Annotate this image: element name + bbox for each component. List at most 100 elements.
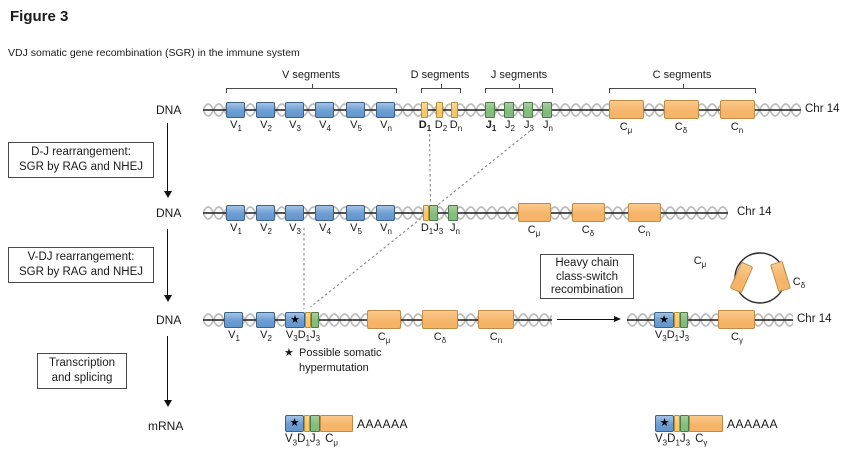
label-vn-row2: Vn <box>380 222 392 237</box>
label-v1-row2: V1 <box>230 222 242 237</box>
segment-v3-row2 <box>285 205 304 221</box>
segment-v3-starred-row3b: ★ <box>654 312 674 328</box>
label-v2-row2: V2 <box>260 222 272 237</box>
transcription-splicing-box: Transcription and splicing <box>37 353 127 389</box>
segment-v3-starred-row3: ★ <box>285 312 305 328</box>
label-v4-row2: V4 <box>319 222 331 237</box>
segment-d2-row1 <box>436 102 443 118</box>
segment-cmu-row2 <box>518 203 551 222</box>
segment-v5-row1 <box>346 102 365 118</box>
dj-rearrangement-line2: SGR by RAG and NHEJ <box>19 161 143 173</box>
label-cdelta-row3: Cδ <box>433 331 447 346</box>
segment-cdelta-row2 <box>572 203 605 222</box>
label-cmu-row3: Cμ <box>377 331 391 346</box>
class-switch-arrow-head <box>614 316 621 322</box>
segment-v4-row2 <box>315 205 334 221</box>
j-segments-bracket <box>485 84 553 93</box>
segment-j3-joined-row3b <box>680 312 688 328</box>
footnote-line1: Possible somatic <box>299 347 382 359</box>
label-v3d1j3-row3b: V3D1J3 <box>654 329 690 344</box>
footnote-star: ★ <box>284 347 294 359</box>
label-cn-row3: Cn <box>489 331 503 346</box>
segment-v4-row1 <box>315 102 334 118</box>
segment-v5-row2 <box>346 205 365 221</box>
label-jn-row2: Jn <box>450 222 460 237</box>
segment-cn-row1 <box>720 100 755 119</box>
segment-cmu-row1 <box>609 100 644 119</box>
segment-dn-row1 <box>451 102 458 118</box>
segment-cgamma-row3b <box>718 310 755 329</box>
segment-j3-joined-row2 <box>429 205 438 221</box>
somatic-hypermutation-star: ★ <box>659 313 669 326</box>
figure-title: Figure 3 <box>10 8 69 25</box>
segment-v1-row3 <box>224 312 243 328</box>
d-segments-bracket <box>421 84 461 93</box>
segment-d1-joined-row3 <box>305 312 311 328</box>
segment-v2-row3 <box>256 312 275 328</box>
mrna-label: mRNA <box>148 419 184 433</box>
label-v5-row1: V5 <box>350 119 362 134</box>
label-v3d1j3-row3: V3D1J3 <box>285 329 321 344</box>
label-v4-row1: V4 <box>319 119 331 134</box>
label-cdelta-row1: Cδ <box>674 121 688 136</box>
heavy-chain-class-switch-box: Heavy chain class-switch recombination <box>540 254 634 299</box>
segment-cn-row3 <box>478 310 514 329</box>
c-segments-bracket <box>609 84 756 93</box>
chr14-label-row3: Chr 14 <box>797 313 832 325</box>
label-cmu-row1: Cμ <box>619 121 633 136</box>
label-j1-row1: J1 <box>485 119 497 134</box>
segment-cn-row2 <box>628 203 661 222</box>
segment-cmu-row3 <box>367 310 401 329</box>
segment-d1-joined-row2 <box>423 205 429 221</box>
mrna2-j3 <box>680 415 689 432</box>
mrna1-d1 <box>304 415 310 432</box>
segment-jn-row2 <box>448 205 458 221</box>
v-segments-bracket <box>226 84 397 93</box>
dna-label-row3: DNA <box>156 313 182 327</box>
label-vn-row1: Vn <box>380 119 392 134</box>
figure-subtitle: VDJ somatic gene recombination (SGR) in … <box>8 47 300 59</box>
transcription-line1: Transcription <box>48 357 116 369</box>
vdj-rearrangement-line1: V-DJ rearrangement: <box>27 251 135 263</box>
heavy-chain-line1: Heavy chain <box>555 257 619 269</box>
somatic-hypermutation-star: ★ <box>659 417 670 429</box>
somatic-hypermutation-star: ★ <box>289 417 300 429</box>
vdj-rearrangement-box: V-DJ rearrangement: SGR by RAG and NHEJ <box>8 247 154 283</box>
label-excised-cmu: Cμ <box>693 255 707 270</box>
label-v3-row1: V3 <box>289 119 301 134</box>
vdj-rearrangement-line2: SGR by RAG and NHEJ <box>19 266 143 278</box>
transcription-line2: and splicing <box>51 372 113 384</box>
mrna1-v3-starred: ★ <box>285 415 304 432</box>
dna-label-row2: DNA <box>156 206 182 220</box>
segment-j1-row1 <box>485 102 495 118</box>
chr14-label-row1: Chr 14 <box>805 103 840 115</box>
poly-a-tail-1: AAAAAA <box>357 417 409 431</box>
label-jn-row1: Jn <box>543 119 553 134</box>
somatic-hypermutation-star: ★ <box>290 313 300 326</box>
dj-rearrangement-box: D-J rearrangement: SGR by RAG and NHEJ <box>8 142 154 178</box>
label-dn-row1: Dn <box>449 119 463 134</box>
mrna2-cgamma <box>689 415 723 432</box>
class-switch-arrow-line <box>557 319 615 320</box>
segment-v2-row1 <box>256 102 275 118</box>
v-segments-header: V segments <box>281 69 341 81</box>
segment-v1-row2 <box>226 205 245 221</box>
segment-j3-row1 <box>523 102 533 118</box>
label-cdelta-row2: Cδ <box>581 224 595 239</box>
label-excised-cdelta: Cδ <box>792 276 806 291</box>
label-v2-row3: V2 <box>260 329 272 344</box>
label-d2-row1: D2 <box>434 119 448 134</box>
segment-d1-row1 <box>421 102 428 118</box>
dna-label-row1: DNA <box>156 103 182 117</box>
segment-v3-row1 <box>285 102 304 118</box>
down-arrow-2-line <box>167 229 168 295</box>
label-v2-row1: V2 <box>260 119 272 134</box>
heavy-chain-line3: recombination <box>550 284 624 296</box>
label-v1-row1: V1 <box>230 119 242 134</box>
label-cn-row1: Cn <box>730 121 744 136</box>
dj-rearrangement-line1: D-J rearrangement: <box>31 146 131 158</box>
poly-a-tail-2: AAAAAA <box>727 417 779 431</box>
segment-vn-row2 <box>376 205 395 221</box>
